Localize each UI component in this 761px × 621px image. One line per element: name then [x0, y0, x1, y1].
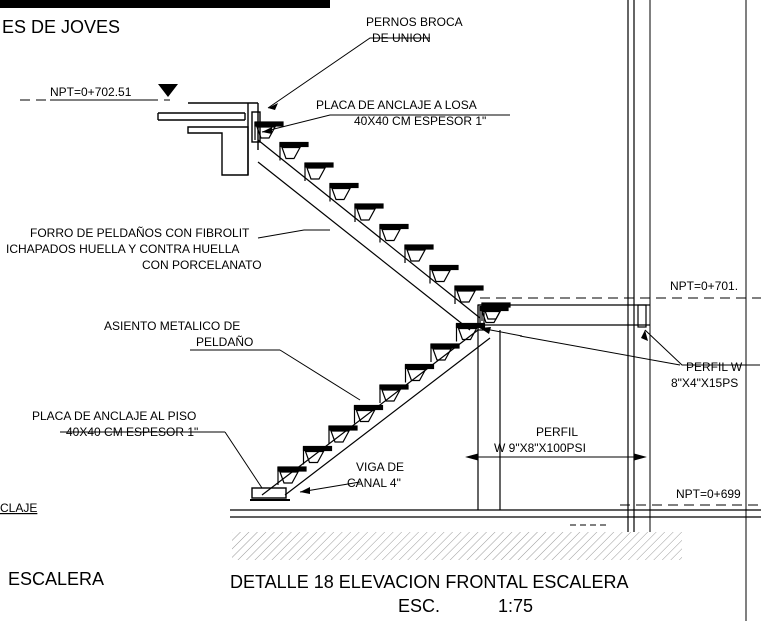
placa-piso-label-1: PLACA DE ANCLAJE AL PISO — [32, 409, 196, 423]
perfil-w-label-2: 8"X4"X15PS — [671, 376, 738, 390]
leader-arrows — [262, 103, 648, 494]
forro-label-2: ICHAPADOS HUELLA Y CONTRA HUELLA — [6, 242, 239, 256]
npt-mid-label: NPT=0+701. — [670, 279, 738, 293]
asiento-label-2: PELDAÑO — [196, 335, 253, 349]
viga-label-1: VIGA DE — [356, 460, 404, 474]
upper-step — [379, 223, 409, 243]
lower-step — [430, 343, 460, 362]
perfil-w-label-1: PERFIL W — [686, 360, 743, 374]
lower-step — [379, 384, 409, 403]
lower-step — [328, 425, 358, 444]
landing-beam — [477, 304, 650, 510]
upper-step — [354, 203, 384, 222]
upper-step — [429, 264, 459, 284]
npt-low-label: NPT=0+699 — [676, 487, 741, 501]
escalera-left-title: ESCALERA — [8, 569, 104, 589]
lower-step — [455, 322, 486, 342]
placa-losa-label-2: 40X40 CM ESPESOR 1" — [354, 114, 486, 128]
upper-step — [329, 182, 359, 202]
lower-step — [302, 445, 333, 465]
upper-step — [279, 141, 309, 161]
scale-label: ESC. — [398, 596, 440, 616]
placa-piso-label-2: 40X40 CM ESPESOR 1" — [66, 425, 198, 439]
forro-label-3: CON PORCELANATO — [142, 258, 262, 272]
floor — [230, 487, 761, 560]
viga-label-2: CANAL 4" — [347, 476, 401, 490]
perfil-label-2: W 9"X8"X100PSI — [494, 441, 586, 455]
title-partial: ES DE JOVES — [2, 17, 120, 37]
claje-label: CLAJE — [0, 501, 37, 515]
perfil-label-1: PERFIL — [536, 425, 578, 439]
title-bar — [0, 0, 330, 8]
forro-label-1: FORRO DE PELDAÑOS CON FIBROLIT — [30, 226, 250, 240]
pernos-label-2: DE UNION — [372, 31, 431, 45]
placa-losa-label-1: PLACA DE ANCLAJE A LOSA — [316, 98, 477, 112]
lower-step — [353, 404, 384, 424]
upper-step — [454, 285, 484, 304]
upper-slab — [157, 102, 261, 176]
detail-title: DETALLE 18 ELEVACION FRONTAL ESCALERA — [230, 572, 628, 592]
leader-lines — [60, 37, 760, 493]
level-triangle-icon — [158, 84, 178, 97]
upper-stair-flight — [254, 121, 509, 325]
upper-step — [404, 244, 434, 263]
npt-top-label: NPT=0+702.51 — [50, 85, 132, 99]
level-lines — [20, 99, 761, 506]
upper-step — [304, 162, 334, 181]
pernos-label-1: PERNOS BROCA — [366, 15, 463, 29]
stringers — [257, 139, 491, 496]
perfil-dimension — [465, 453, 647, 461]
scale-value: 1:75 — [498, 596, 533, 616]
lower-step — [404, 363, 435, 383]
asiento-label-1: ASIENTO METALICO DE — [104, 319, 240, 333]
npt-top-marker: NPT=0+702.51 — [50, 84, 178, 101]
upper-step — [254, 121, 284, 140]
